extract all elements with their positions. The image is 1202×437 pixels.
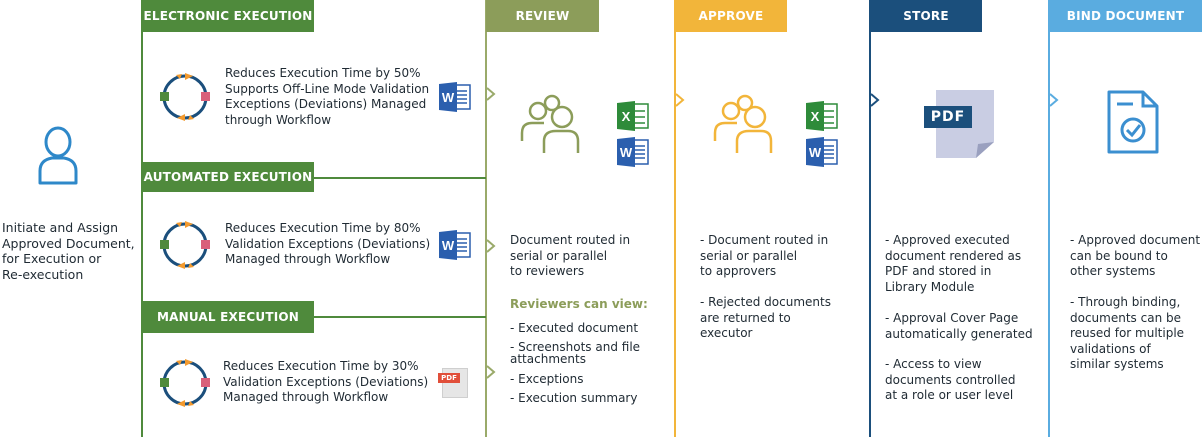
arrow-to-store [870, 93, 880, 107]
automated-execution-text: Reduces Execution Time by 80% Validation… [225, 221, 431, 266]
store-column-line [869, 0, 871, 437]
approve-column-line [674, 0, 676, 437]
arrow-to-bind [1049, 93, 1059, 107]
pdf-icon-label: PDF [438, 373, 460, 383]
review-header: REVIEW [486, 0, 599, 32]
people-icon [713, 94, 773, 153]
arrow-to-review-3 [486, 365, 496, 379]
word-icon: W [439, 82, 471, 112]
automated-execution-header: AUTOMATED EXECUTION [142, 162, 314, 192]
bind-document-header: BIND DOCUMENT [1049, 0, 1202, 32]
review-item: - Executed document [510, 321, 639, 335]
pdf-icon: PDF [438, 366, 472, 400]
person-icon [38, 126, 78, 185]
arrow-to-review-2 [486, 239, 496, 253]
store-text-3: - Access to view documents controlled at… [885, 357, 1016, 402]
initiator-text: Initiate and Assign Approved Document, f… [2, 220, 135, 282]
word-icon: W [806, 137, 838, 167]
electronic-execution-header: ELECTRONIC EXECUTION [142, 0, 314, 32]
manual-execution-text: Reduces Execution Time by 30% Validation… [223, 359, 429, 404]
svg-text:W: W [442, 90, 455, 105]
execution-column-line [141, 0, 143, 437]
review-item: - Screenshots and file attachments [510, 340, 641, 366]
cycle-icon [160, 73, 210, 121]
arrow-to-approve [675, 93, 685, 107]
manual-connector-line [314, 316, 486, 318]
word-icon: W [439, 230, 471, 260]
excel-icon: X [617, 101, 649, 131]
people-icon [520, 94, 580, 153]
arrow-to-review-1 [486, 87, 496, 101]
automated-connector-line [314, 177, 486, 179]
approve-header: APPROVE [675, 0, 787, 32]
bind-text-2: - Through binding, documents can be reus… [1070, 295, 1185, 371]
svg-text:X: X [622, 109, 631, 124]
electronic-execution-text: Reduces Execution Time by 50% Supports O… [225, 66, 430, 127]
cycle-icon [160, 221, 210, 269]
approve-text-2: - Rejected documents are returned to exe… [700, 295, 831, 340]
review-subheading: Reviewers can view: [510, 297, 648, 311]
pdf-document-icon: PDF [924, 90, 996, 160]
approve-text-1: - Document routed in serial or parallel … [700, 233, 829, 278]
review-item: - Execution summary [510, 391, 638, 405]
store-text-2: - Approval Cover Page automatically gene… [885, 311, 1033, 341]
manual-execution-header: MANUAL EXECUTION [142, 301, 314, 333]
svg-text:W: W [442, 238, 455, 253]
store-header: STORE [870, 0, 982, 32]
document-check-icon [1107, 90, 1159, 154]
pdf-document-label: PDF [930, 109, 966, 125]
store-text-1: - Approved executed document rendered as… [885, 233, 1022, 294]
bind-column-line [1048, 0, 1050, 437]
svg-text:W: W [809, 145, 822, 160]
bind-text-1: - Approved document can be bound to othe… [1070, 233, 1201, 278]
cycle-icon [160, 359, 210, 407]
svg-text:W: W [620, 145, 633, 160]
review-column-line [485, 0, 487, 437]
svg-text:X: X [811, 109, 820, 124]
review-text: Document routed in serial or parallel to… [510, 233, 631, 278]
review-item: - Exceptions [510, 372, 584, 386]
excel-icon: X [806, 101, 838, 131]
word-icon: W [617, 137, 649, 167]
